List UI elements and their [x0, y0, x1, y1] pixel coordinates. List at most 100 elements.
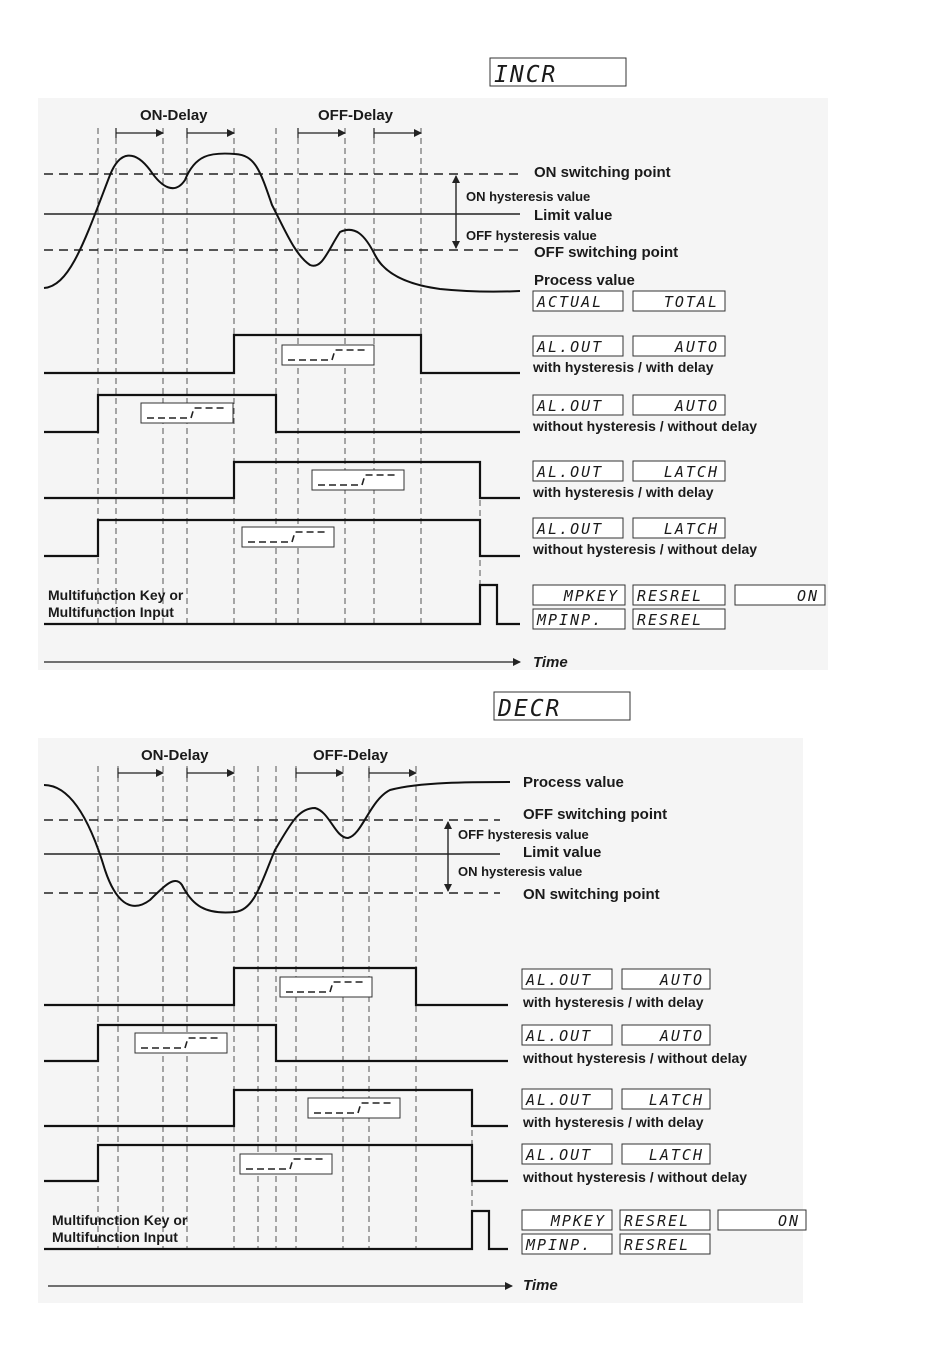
decr-off-delay-label: OFF-Delay	[313, 747, 389, 764]
decr-delay-icon-2	[141, 1037, 221, 1049]
incr-row-1-mode-display-frame	[532, 335, 624, 357]
incr-resrel-display-frame	[632, 584, 726, 606]
incr-mpinp-display-frame	[532, 608, 626, 630]
incr-time-label: Time	[533, 654, 568, 671]
incr-actual-display-frame	[532, 290, 624, 312]
decr-resrel-display-frame	[619, 1209, 711, 1231]
incr-delay-icon-2-frame	[140, 402, 234, 424]
decr-row-2-caption: without hysteresis / without delay	[522, 1050, 747, 1066]
decr-off-hysteresis-label: OFF hysteresis value	[458, 827, 589, 842]
incr-resrel-display-2-frame	[632, 608, 726, 630]
decr-delay-icon-3	[314, 1102, 394, 1114]
decr-multifunction-label-2: Multifunction Input	[52, 1229, 178, 1245]
decr-row-2-mode-display: AL.OUT	[525, 1027, 592, 1045]
incr-delay-icon-1-frame	[281, 344, 375, 366]
decr-on-switching-label: ON switching point	[523, 886, 660, 903]
incr-off-delay-label: OFF-Delay	[318, 107, 394, 124]
decr-row-3-function-display: LATCH	[649, 1091, 704, 1109]
decr-time-label: Time	[523, 1277, 558, 1294]
decr-row-4-function-display: LATCH	[649, 1146, 704, 1164]
decr-delay-icon-1-frame	[279, 976, 373, 998]
incr-row-4-mode-display-frame	[532, 517, 624, 539]
decr-row-2-function-display: AUTO	[659, 1027, 704, 1045]
incr-row-4-function-display: LATCH	[664, 520, 719, 538]
incr-process-value-label: Process value	[534, 272, 635, 289]
incr-output-signal-2	[44, 393, 520, 434]
decr-mode-display: DECR	[497, 696, 561, 722]
incr-off-switching-label: OFF switching point	[534, 244, 678, 261]
incr-row-1-function-display: AUTO	[674, 338, 719, 356]
incr-mpinp-display: MPINP.	[536, 611, 603, 629]
incr-on-display-frame	[734, 584, 826, 606]
decr-row-3-mode-display-frame	[521, 1088, 613, 1110]
decr-row-3-function-display-frame	[621, 1088, 711, 1110]
decr-row-1-function-display: AUTO	[659, 971, 704, 989]
incr-output-signal-1	[44, 333, 520, 375]
incr-process-value-curve	[43, 152, 521, 293]
decr-delay-icon-1	[286, 981, 366, 993]
incr-row-1-mode-display: AL.OUT	[536, 338, 603, 356]
incr-mode-display: INCR	[494, 62, 557, 88]
incr-resrel-display-2: RESREL	[637, 611, 703, 629]
incr-actual-display: ACTUAL	[536, 293, 603, 311]
decr-row-4-caption: without hysteresis / without delay	[522, 1169, 747, 1185]
incr-row-3-mode-display-frame	[532, 460, 624, 482]
decr-multifunction-signal	[44, 1209, 508, 1251]
decr-off-switching-label: OFF switching point	[523, 806, 667, 823]
decr-mpinp-display-frame	[521, 1233, 613, 1255]
incr-total-display-frame	[632, 290, 726, 312]
incr-delay-icon-3-frame	[311, 469, 405, 491]
decr-mpkey-display-frame	[521, 1209, 613, 1231]
decr-diagram-background	[38, 738, 803, 1303]
incr-limit-label: Limit value	[534, 207, 612, 224]
incr-row-2-mode-display-frame	[532, 394, 624, 416]
decr-resrel-display-2-frame	[619, 1233, 711, 1255]
decr-delay-icon-2-frame	[134, 1032, 228, 1054]
incr-on-delay-label: ON-Delay	[140, 107, 208, 124]
decr-delay-icon-4	[246, 1158, 326, 1170]
decr-row-1-mode-display-frame	[521, 968, 613, 990]
incr-row-3-function-display: LATCH	[664, 463, 719, 481]
incr-row-4-mode-display: AL.OUT	[536, 520, 603, 538]
decr-delay-icon-3-frame	[307, 1097, 401, 1119]
incr-row-3-mode-display: AL.OUT	[536, 463, 603, 481]
decr-on-delay-label: ON-Delay	[141, 747, 209, 764]
incr-row-2-function-display-frame	[632, 394, 726, 416]
decr-on-display-frame	[717, 1209, 807, 1231]
incr-delay-icon-1	[288, 349, 368, 361]
incr-mode-display-frame	[489, 57, 627, 87]
incr-row-4-function-display-frame	[632, 517, 726, 539]
incr-diagram-background	[38, 98, 828, 670]
incr-multifunction-signal	[44, 583, 520, 626]
incr-row-1-caption: with hysteresis / with delay	[532, 359, 714, 375]
decr-process-value-label: Process value	[523, 774, 624, 791]
incr-on-hysteresis-label: ON hysteresis value	[466, 189, 590, 204]
incr-row-3-function-display-frame	[632, 460, 726, 482]
decr-output-signal-3	[44, 1088, 508, 1128]
decr-output-signal-1	[44, 966, 508, 1007]
incr-resrel-display: RESREL	[637, 587, 703, 605]
incr-output-signal-4	[44, 518, 520, 558]
decr-row-3-mode-display: AL.OUT	[525, 1091, 592, 1109]
incr-total-display: TOTAL	[664, 293, 719, 311]
incr-row-2-mode-display: AL.OUT	[536, 397, 603, 415]
decr-resrel-display-2: RESREL	[624, 1236, 690, 1254]
incr-mpkey-display: MPKEY	[563, 587, 619, 605]
decr-row-3-caption: with hysteresis / with delay	[522, 1114, 704, 1130]
incr-on-display: ON	[797, 587, 819, 605]
incr-off-hysteresis-label: OFF hysteresis value	[466, 228, 597, 243]
decr-row-4-mode-display: AL.OUT	[525, 1146, 592, 1164]
incr-row-2-caption: without hysteresis / without delay	[532, 418, 757, 434]
incr-row-4-caption: without hysteresis / without delay	[532, 541, 757, 557]
decr-mpinp-display: MPINP.	[525, 1236, 592, 1254]
decr-delay-icon-4-frame	[239, 1153, 333, 1175]
incr-multifunction-label-1: Multifunction Key or	[48, 587, 184, 603]
decr-row-1-caption: with hysteresis / with delay	[522, 994, 704, 1010]
incr-mpkey-display-frame	[532, 584, 626, 606]
incr-delay-icon-2	[147, 407, 227, 419]
decr-mode-display-frame	[493, 691, 631, 721]
incr-multifunction-label-2: Multifunction Input	[48, 604, 174, 620]
incr-row-3-caption: with hysteresis / with delay	[532, 484, 714, 500]
incr-delay-icon-3	[318, 474, 398, 486]
